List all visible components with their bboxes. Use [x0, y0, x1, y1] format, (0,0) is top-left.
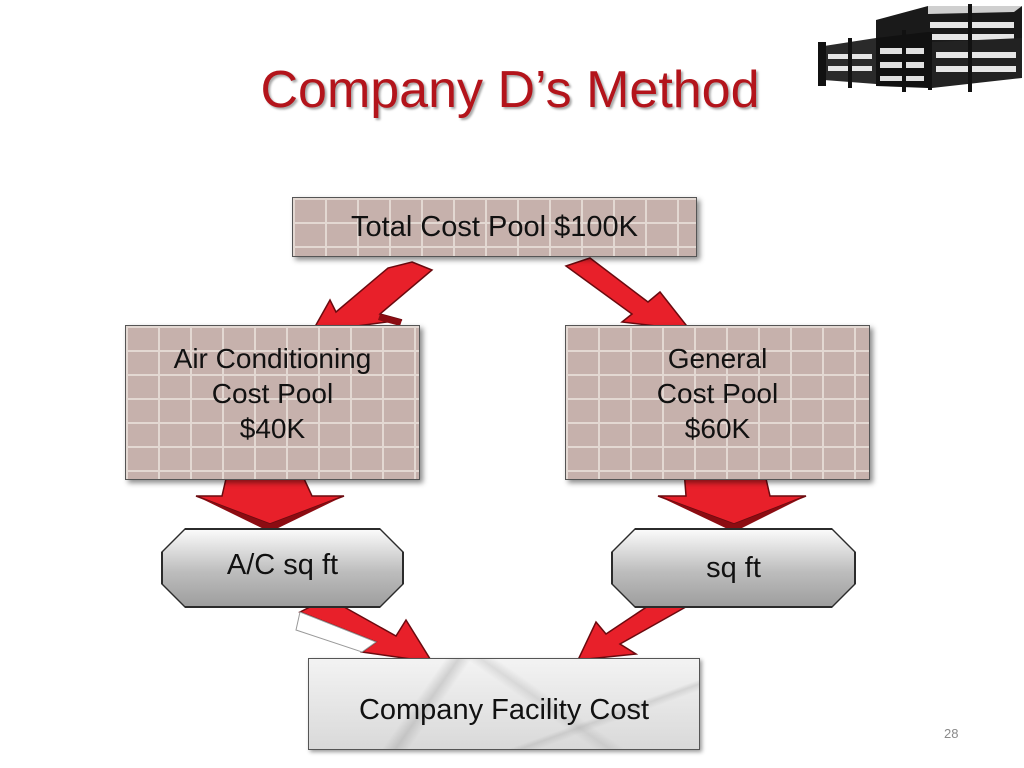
general-pool-line-3: $60K [684, 413, 751, 444]
arrow-general-basis-to-facility [576, 597, 686, 661]
arrow-ac-basis-to-facility [295, 597, 434, 663]
sq-ft-badge: sq ft [613, 530, 854, 606]
ac-pool-line-1: Air Conditioning [173, 343, 372, 374]
arrow-total-to-ac [310, 261, 434, 333]
air-conditioning-cost-pool-box: Air Conditioning Cost Pool $40K [125, 325, 420, 480]
sq-ft-label: sq ft [706, 551, 761, 584]
general-pool-line-2: Cost Pool [656, 378, 779, 409]
total-cost-pool-label: Total Cost Pool $100K [351, 210, 638, 243]
ac-sq-ft-label: A/C sq ft [226, 548, 339, 581]
ac-pool-line-2: Cost Pool [211, 378, 334, 409]
ac-pool-line-3: $40K [239, 413, 306, 444]
arrow-total-to-general [564, 257, 692, 331]
total-cost-pool-box: Total Cost Pool $100K [292, 197, 697, 257]
arrow-ac-pool-down [195, 469, 345, 532]
arrow-general-pool-down [657, 469, 807, 532]
page-number: 28 [944, 726, 959, 741]
office-building-icon [818, 4, 1022, 92]
general-pool-line-1: General [667, 343, 768, 374]
ac-sq-ft-badge: A/C sq ft [163, 530, 402, 606]
company-facility-cost-label: Company Facility Cost [358, 694, 650, 726]
general-cost-pool-box: General Cost Pool $60K [565, 325, 870, 480]
slide-title: Company D’s Method [260, 61, 760, 119]
company-facility-cost-box: Company Facility Cost [308, 658, 700, 750]
